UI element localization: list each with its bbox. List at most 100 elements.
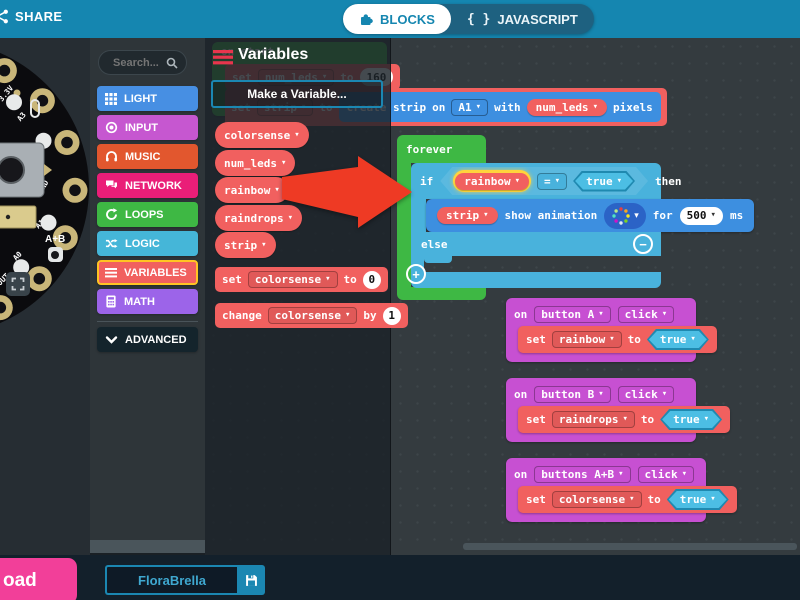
variables-flyout: Variables Make a Variable... colorsense▾… — [205, 38, 408, 555]
gesture-dropdown[interactable]: click▾ — [617, 305, 675, 323]
category-input[interactable]: INPUT — [97, 115, 198, 140]
kw-to: to — [627, 333, 641, 346]
dropdown-caret-icon: ▾ — [598, 308, 604, 319]
on-button-b-block[interactable]: on button B▾ click▾ set raindrops▾ to tr… — [506, 378, 731, 442]
button-dropdown[interactable]: buttons A+B▾ — [534, 465, 631, 483]
download-button[interactable]: oad — [0, 558, 77, 600]
rainbow-animation-icon — [612, 206, 630, 225]
category-network[interactable]: NETWORK — [97, 173, 198, 198]
duration-dropdown[interactable]: 500▾ — [679, 206, 723, 225]
kw-on: on — [514, 307, 528, 321]
expand-if-button[interactable]: + — [406, 264, 426, 284]
category-loops[interactable]: LOOPS — [97, 202, 198, 227]
comparison-block[interactable]: rainbow▾ =▾ true▾ — [440, 167, 648, 195]
category-logic[interactable]: LOGIC — [97, 231, 198, 256]
kw-to: to — [647, 493, 661, 506]
set-variable-block[interactable]: set rainbow▾ to true▾ — [518, 326, 717, 353]
on-button-a-block[interactable]: on button A▾ click▾ set rainbow▾ to true… — [506, 298, 717, 362]
variable-dropdown[interactable]: raindrops▾ — [551, 411, 635, 428]
headphones-icon — [106, 151, 117, 162]
show-animation-block[interactable]: strip▾ show animation ▾ for 500▾ ms — [426, 199, 755, 232]
animation-dropdown[interactable]: ▾ — [604, 202, 646, 229]
minus-icon: − — [639, 236, 647, 252]
save-button[interactable] — [237, 565, 265, 595]
variable-pill-colorsense[interactable]: colorsense▾ — [215, 122, 309, 148]
chevron-down-icon — [105, 335, 118, 344]
category-variables[interactable]: VARIABLES — [97, 260, 198, 285]
dropdown-caret-icon: ▾ — [661, 388, 668, 399]
highlighted-rainbow-pill[interactable]: rainbow▾ — [453, 170, 531, 192]
true-value-block[interactable]: true▾ — [667, 489, 729, 510]
horizontal-scrollbar[interactable] — [463, 543, 797, 550]
shuffle-icon — [105, 239, 118, 248]
button-dropdown[interactable]: button A▾ — [534, 305, 611, 323]
set-variable-template-block[interactable]: set colorsense▾ to 0 — [215, 267, 388, 292]
category-advanced[interactable]: ADVANCED — [97, 327, 198, 352]
ab-button-dot — [51, 250, 60, 259]
dropdown-caret-icon: ▾ — [622, 414, 628, 424]
dropdown-caret-icon: ▾ — [514, 176, 521, 186]
create-strip-block[interactable]: create strip on A1▾ with num_leds▾ pixel… — [338, 92, 661, 122]
category-label: LOOPS — [125, 208, 164, 221]
ab-button[interactable] — [47, 247, 63, 262]
variable-pill-strip[interactable]: strip▾ — [215, 232, 276, 258]
true-value-block[interactable]: true▾ — [660, 409, 722, 430]
numleds-variable-pill[interactable]: num_leds▾ — [526, 98, 607, 116]
pad-label: OUT — [0, 271, 11, 287]
button-dropdown[interactable]: button B▾ — [534, 385, 611, 403]
category-math[interactable]: MATH — [97, 289, 198, 314]
braces-icon: { } — [466, 11, 491, 27]
dropdown-caret-icon: ▾ — [690, 334, 696, 344]
variable-dropdown[interactable]: colorsense▾ — [247, 271, 338, 288]
if-block[interactable]: if rainbow▾ =▾ true▾ then strip▾ show an… — [406, 163, 755, 288]
share-button[interactable]: SHARE — [0, 9, 63, 24]
gesture-dropdown[interactable]: click▾ — [617, 385, 675, 403]
port-dropdown[interactable]: A1▾ — [451, 98, 489, 116]
true-value-block[interactable]: true▾ — [647, 329, 709, 350]
tab-javascript[interactable]: { } JAVASCRIPT — [451, 4, 594, 34]
number-value[interactable]: 0 — [362, 270, 381, 289]
toolbox-sidebar: LIGHT INPUT MUSIC NETWORK LOOPS LOGIC — [90, 38, 205, 555]
category-light[interactable]: LIGHT — [97, 86, 198, 111]
calculator-icon — [106, 295, 116, 308]
true-value-block[interactable]: true▾ — [573, 171, 635, 192]
kw-on: on — [514, 387, 528, 401]
search-box[interactable] — [98, 50, 187, 75]
dropdown-caret-icon: ▾ — [616, 175, 622, 186]
kw-with: with — [494, 100, 521, 114]
operator-dropdown[interactable]: =▾ — [537, 173, 567, 190]
dropdown-caret-icon: ▾ — [681, 468, 688, 479]
category-label: VARIABLES — [124, 266, 187, 279]
category-music[interactable]: MUSIC — [97, 144, 198, 169]
kw-set: set — [222, 273, 242, 286]
variable-pill-raindrops[interactable]: raindrops▾ — [215, 205, 303, 231]
search-input[interactable] — [111, 55, 162, 70]
tab-blocks-label: BLOCKS — [380, 11, 435, 27]
change-variable-template-block[interactable]: change colorsense▾ by 1 — [215, 303, 408, 328]
number-value[interactable]: 1 — [382, 306, 401, 325]
make-variable-button[interactable]: Make a Variable... — [211, 80, 383, 108]
variable-dropdown[interactable]: rainbow▾ — [551, 331, 622, 348]
project-name-group — [105, 565, 265, 595]
kw-set: set — [526, 493, 546, 506]
on-buttons-ab-block[interactable]: on buttons A+B▾ click▾ set colorsense▾ t… — [506, 458, 737, 522]
bottom-bar: oad — [0, 555, 800, 600]
tab-blocks[interactable]: BLOCKS — [343, 4, 451, 34]
circle-dot-icon — [105, 121, 118, 134]
kw-if: if — [420, 174, 434, 188]
variable-pill-numleds[interactable]: num_leds▾ — [215, 150, 296, 176]
gesture-dropdown[interactable]: click▾ — [637, 465, 695, 483]
variable-pill-rainbow[interactable]: rainbow▾ — [215, 177, 289, 203]
set-variable-block[interactable]: set colorsense▾ to true▾ — [518, 486, 737, 513]
variable-dropdown[interactable]: colorsense▾ — [551, 491, 642, 508]
circuit-playground-board[interactable]: 3.3V A3 A2 GND A1 A0 OUT — [0, 38, 90, 368]
set-variable-block[interactable]: set raindrops▾ to true▾ — [518, 406, 731, 433]
variable-dropdown[interactable]: colorsense▾ — [267, 307, 358, 324]
project-name-input[interactable] — [105, 565, 237, 595]
strip-variable-pill[interactable]: strip▾ — [437, 207, 498, 224]
fullscreen-button[interactable] — [6, 272, 30, 296]
show-animation-label: show animation — [504, 209, 598, 222]
fullscreen-icon — [11, 277, 25, 291]
collapse-else-button[interactable]: − — [633, 234, 653, 254]
